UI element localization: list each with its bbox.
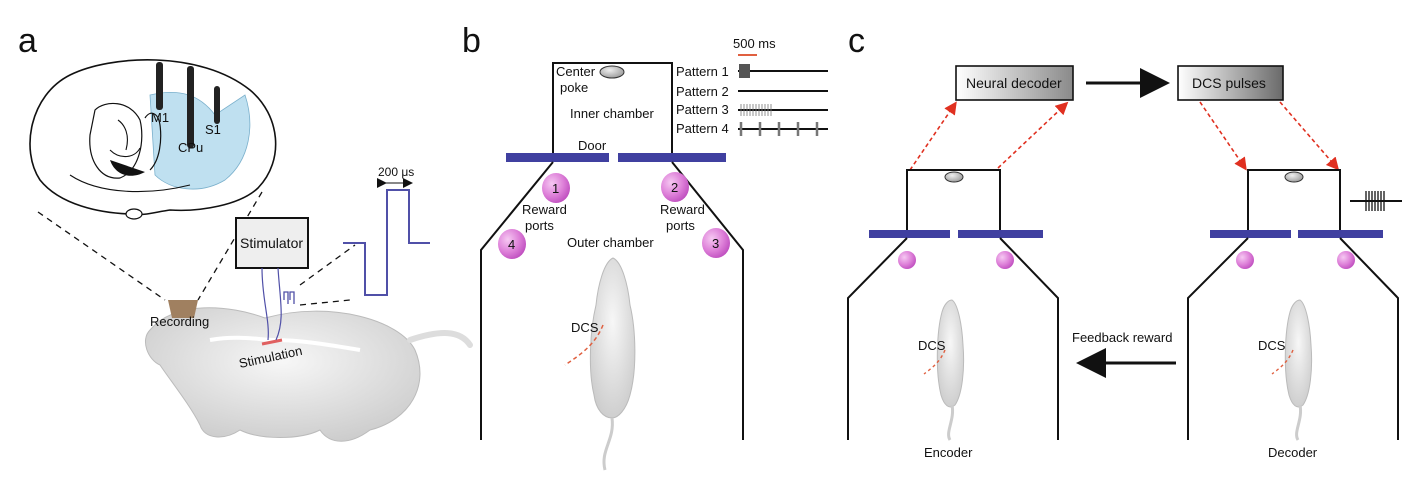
label-dcs-pulses: DCS pulses [1192, 75, 1266, 91]
stimulator-wire-2 [275, 267, 282, 341]
red-arrow-decoder-2 [1279, 101, 1340, 171]
outer-wall-right [671, 161, 744, 440]
neural-decoder-box [955, 65, 1074, 101]
electrode-cpu [187, 66, 194, 148]
red-arrow-encoder-1 [909, 101, 957, 171]
encoder-chamber: DCS Encoder [847, 169, 1059, 460]
label-encoder: Encoder [924, 445, 973, 460]
stimulation-site [261, 338, 283, 346]
label-s1: S1 [205, 122, 221, 137]
pattern-label-4: Pattern 4 [676, 121, 729, 136]
pattern-burst-1 [739, 64, 750, 78]
port-label-3: 3 [712, 236, 719, 251]
decoder-rat-tail [1295, 404, 1303, 441]
pulse-waveform [343, 189, 430, 296]
encoder-rat [936, 299, 965, 408]
reward-port-4 [498, 229, 526, 259]
decoder-dcs-lead [1271, 349, 1294, 375]
decoder-chamber: DCS Decoder [1187, 169, 1399, 460]
label-pulse-width: 200 μs [378, 165, 414, 179]
pattern-ticks-4 [739, 122, 819, 136]
label-dcs-decoder: DCS [1258, 338, 1286, 353]
electrode-m1 [156, 62, 163, 110]
reward-port-1 [542, 173, 570, 203]
dcs-pulses-box [1177, 65, 1284, 101]
pulse-train-ticks [1365, 191, 1385, 211]
brain-ventricle-left [89, 102, 143, 179]
reward-port-3 [702, 228, 730, 258]
label-feedback-reward: Feedback reward [1072, 330, 1172, 345]
stimulator-box [235, 217, 309, 269]
label-decoder: Decoder [1268, 445, 1318, 460]
rat-panel-b [589, 257, 636, 419]
label-reward-left-2: ports [525, 218, 554, 233]
panel-a: a M1 S1 CPu Recording Stimulation [18, 22, 473, 442]
label-cpu: CPu [178, 140, 203, 155]
zoom-line-right [197, 191, 263, 301]
red-arrow-encoder-2 [997, 101, 1069, 169]
door-right [618, 153, 726, 162]
electrode-s1 [214, 86, 220, 124]
port-label-4: 4 [508, 237, 515, 252]
port-label-1: 1 [552, 181, 559, 196]
label-center-1: Center [556, 64, 596, 79]
zoom-line-left [37, 211, 166, 301]
label-m1: M1 [151, 110, 169, 125]
pattern-label-1: Pattern 1 [676, 64, 729, 79]
small-pulse-icon [283, 291, 295, 304]
label-reward-left-1: Reward [522, 202, 567, 217]
brain-dark-structure [110, 160, 145, 176]
label-door: Door [578, 138, 607, 153]
brain-lower-line [69, 174, 191, 193]
label-scale: 500 ms [733, 36, 776, 51]
recording-cap [168, 300, 198, 318]
dcs-lead-panel-b [564, 324, 604, 366]
port-label-2: 2 [671, 180, 678, 195]
label-center-2: poke [560, 80, 588, 95]
encoder-dcs-lead [923, 349, 946, 375]
red-arrow-decoder-1 [1199, 101, 1247, 171]
label-inner-chamber: Inner chamber [570, 106, 654, 121]
pattern-ticks-3 [740, 104, 772, 116]
brain-hippocampus [109, 119, 141, 158]
center-poke [599, 65, 625, 79]
rat-tail-panel-a [407, 330, 473, 348]
stimulator-wire-1 [261, 267, 269, 341]
panel-letter-a: a [18, 22, 37, 60]
pulse-zoom-line-2 [299, 299, 351, 306]
rat-tail-panel-b [602, 417, 614, 471]
label-neural-decoder: Neural decoder [966, 75, 1062, 91]
pattern-label-3: Pattern 3 [676, 102, 729, 117]
label-recording: Recording [150, 314, 209, 329]
brain-stem [125, 208, 143, 220]
pulse-zoom-line-1 [299, 244, 356, 286]
label-reward-right-2: ports [666, 218, 695, 233]
panel-c: c Neural decoder DCS pulses DCS Encoder [847, 22, 1402, 460]
decoder-rat [1284, 299, 1313, 408]
panel-b: b Center poke Inner chamber Door 1 2 3 4… [462, 22, 828, 471]
label-outer-chamber: Outer chamber [567, 235, 654, 250]
door-left [506, 153, 609, 162]
label-stimulator: Stimulator [240, 235, 303, 251]
label-reward-right-1: Reward [660, 202, 705, 217]
pattern-label-2: Pattern 2 [676, 84, 729, 99]
encoder-rat-tail [947, 404, 955, 441]
panel-letter-c: c [848, 22, 865, 60]
inner-chamber-walls [552, 62, 673, 155]
panel-letter-b: b [462, 22, 481, 60]
label-dcs-encoder: DCS [918, 338, 946, 353]
outer-wall-left [480, 161, 554, 440]
reward-port-2 [661, 172, 689, 202]
label-dcs-b: DCS [571, 320, 599, 335]
brain-ventricle-right [144, 112, 162, 171]
